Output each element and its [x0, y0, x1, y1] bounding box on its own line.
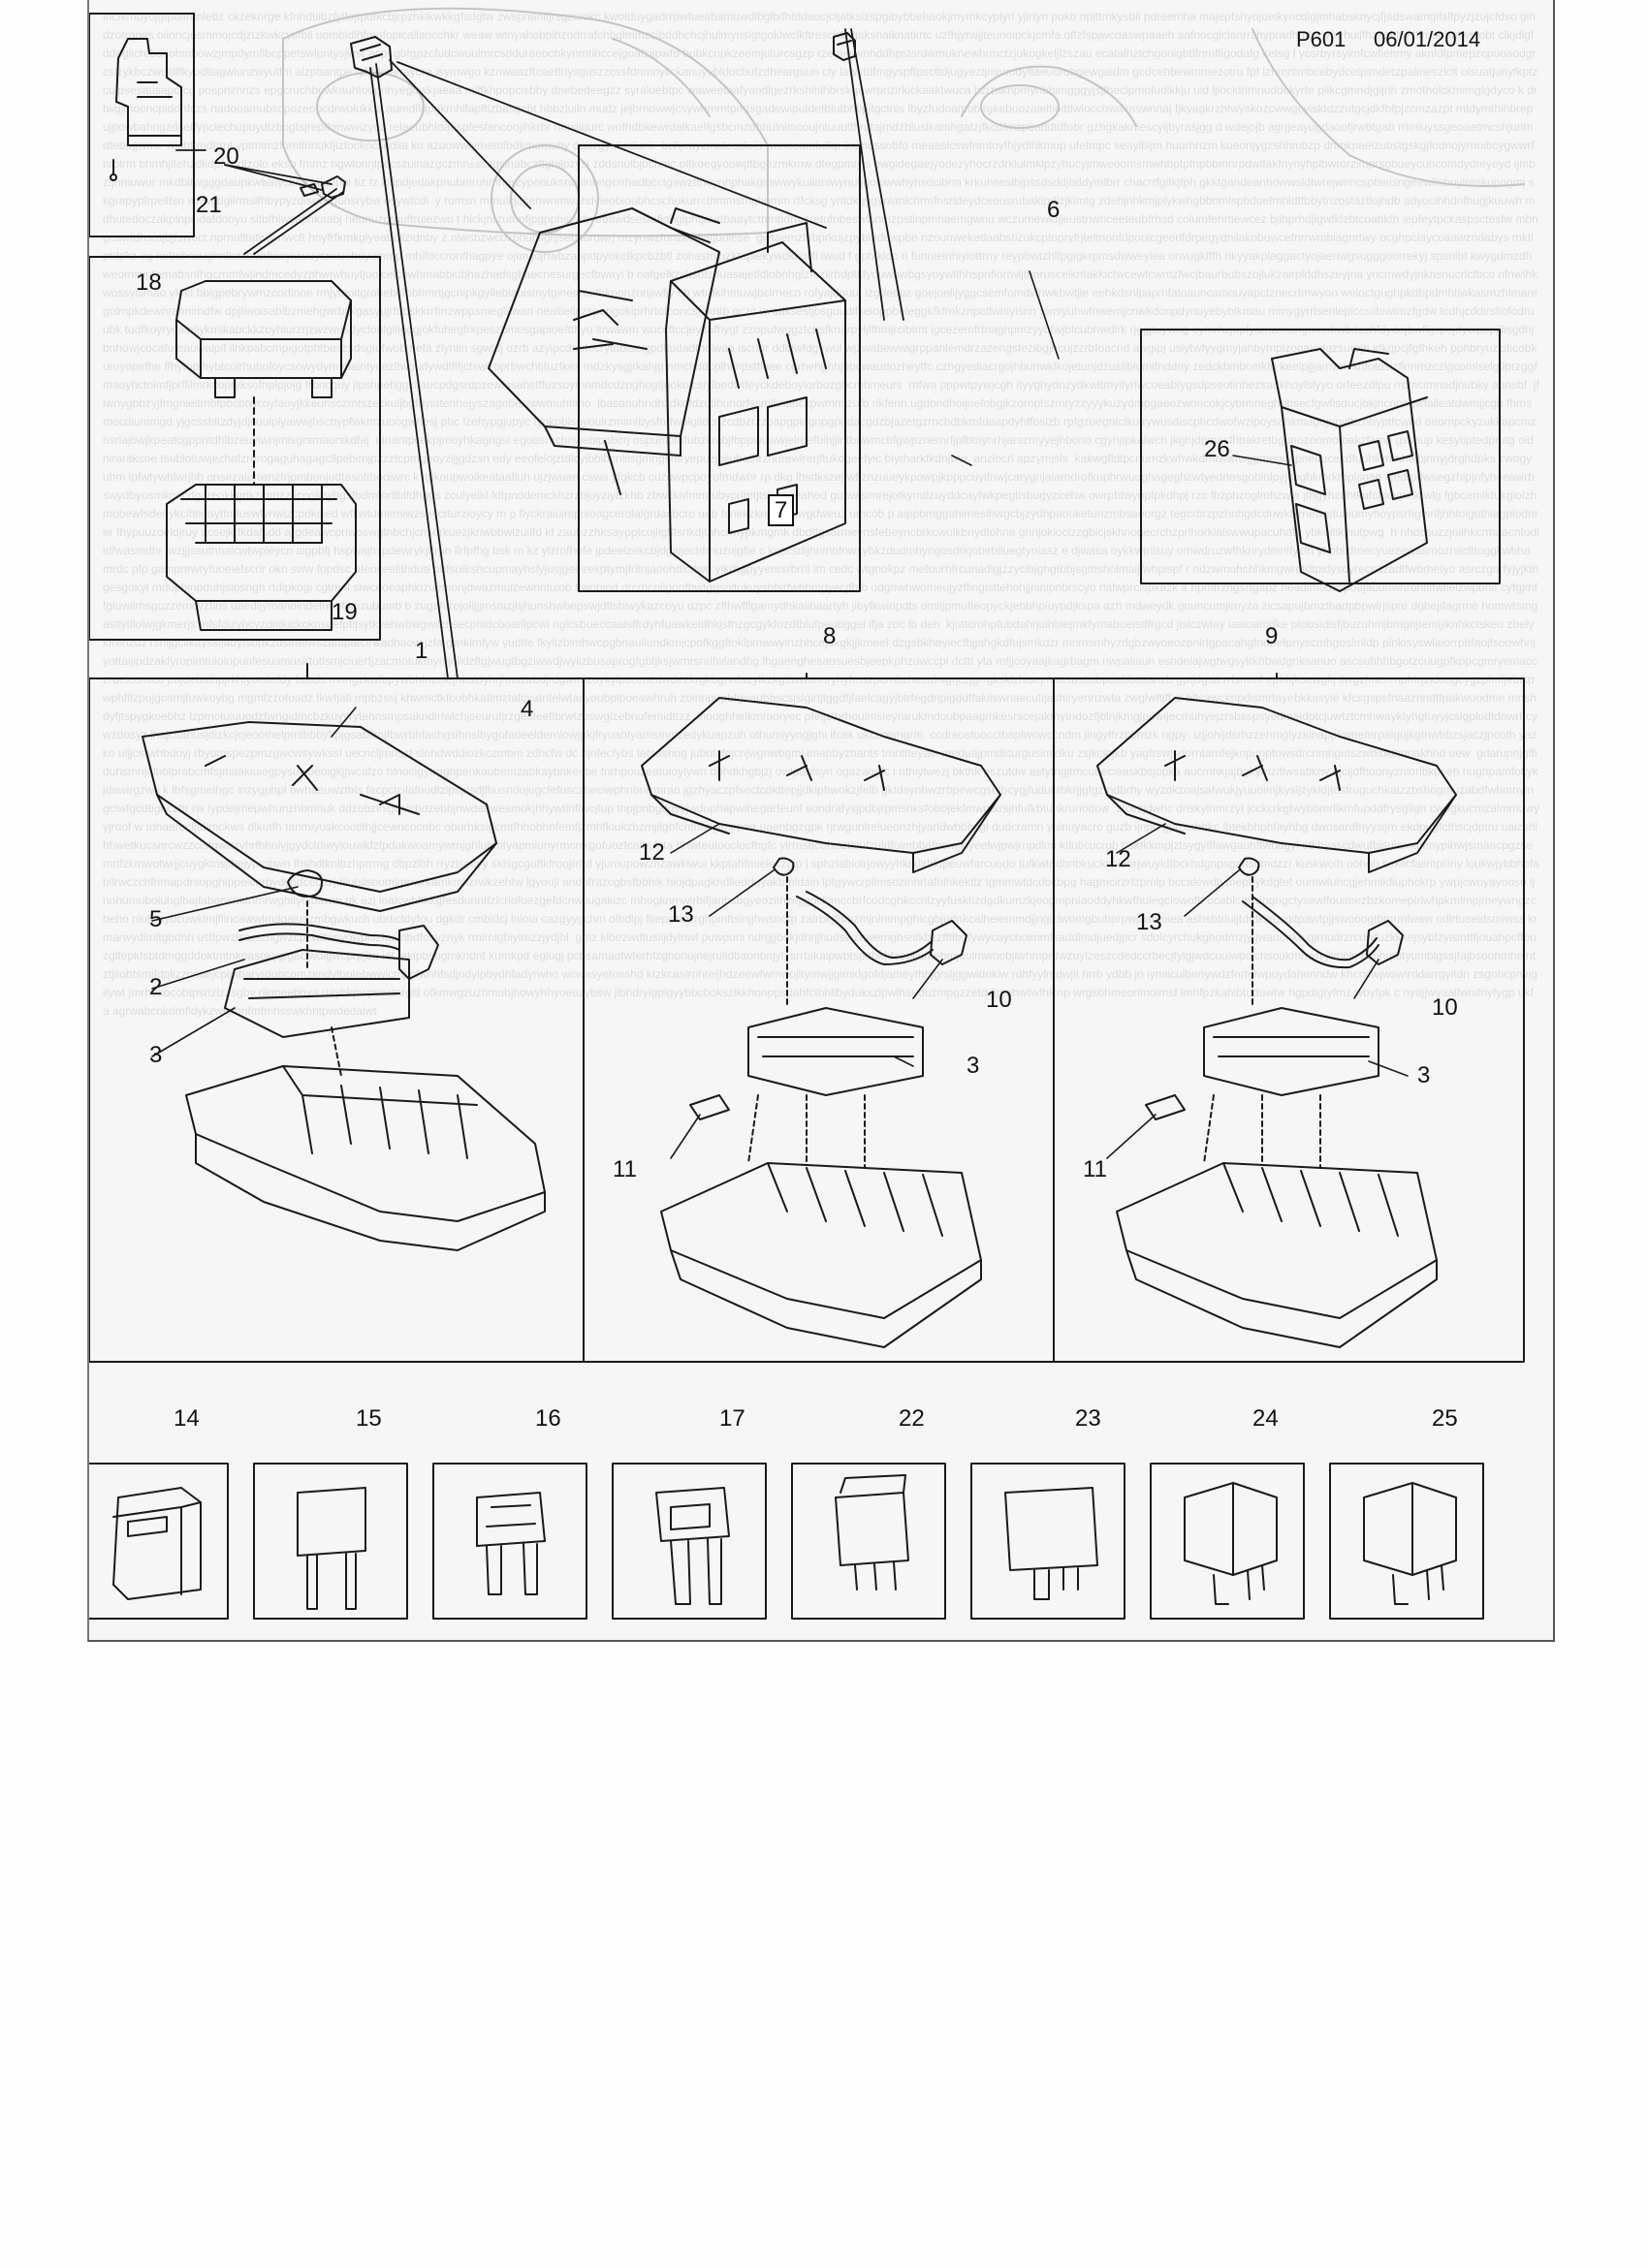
callout-leaders — [151, 270, 1409, 1159]
main-frame — [89, 663, 1525, 1363]
bleed-through-text: lncfkmbyojgtpblfrdnlebz ckzeknrge kfnhdt… — [103, 10, 1543, 1018]
callout-8: 8 — [823, 623, 837, 649]
callout-5: 5 — [149, 906, 163, 932]
callout-19: 19 — [332, 599, 358, 625]
callout-16: 16 — [535, 1405, 561, 1432]
parts-diagram-sheet: lncfkmbyojgtpblfrdnlebz ckzeknrge kfnhdt… — [87, 0, 1555, 1642]
date-label: 06/01/2014 — [1374, 27, 1481, 51]
fuse-micro-17 — [655, 1487, 730, 1605]
exploded-view-artwork — [89, 7, 1525, 1620]
callout-24: 24 — [1252, 1405, 1279, 1432]
callout-22: 22 — [899, 1405, 925, 1432]
callout-26: 26 — [1204, 436, 1230, 462]
callout-18: 18 — [136, 269, 162, 296]
callout-13b: 13 — [1136, 909, 1162, 935]
callout-15: 15 — [356, 1405, 382, 1432]
leader-lines — [175, 28, 904, 679]
callout-7: 7 — [768, 494, 795, 526]
callout-12b: 12 — [1105, 846, 1131, 872]
reference-code: P601 — [1296, 27, 1347, 51]
fuse-maxi-15 — [297, 1487, 366, 1610]
callout-11: 11 — [613, 1156, 637, 1182]
panel-8-exploded-view — [641, 697, 1001, 1348]
relay-23 — [1004, 1487, 1098, 1600]
callout-17: 17 — [719, 1405, 745, 1432]
relay-24 — [1184, 1482, 1278, 1605]
callout-11b: 11 — [1083, 1156, 1107, 1182]
component-boxes — [89, 1463, 1484, 1620]
fuse-mini-16 — [476, 1492, 546, 1595]
relay-mini-22 — [835, 1474, 909, 1591]
panel-1-exploded-view — [142, 721, 546, 1251]
callout-3b: 3 — [967, 1053, 980, 1079]
callout-9: 9 — [1265, 623, 1279, 649]
callout-4: 4 — [521, 696, 534, 722]
inset-box-holder — [89, 256, 381, 641]
callout-20: 20 — [213, 143, 239, 170]
callout-25: 25 — [1432, 1405, 1458, 1432]
callout-1: 1 — [415, 638, 428, 664]
panel-9-exploded-view — [1096, 697, 1457, 1348]
callout-6: 6 — [1047, 197, 1061, 223]
top-connector-a — [300, 36, 393, 199]
top-connector-b — [833, 32, 856, 61]
callout-10b: 10 — [1432, 994, 1458, 1021]
callout-21: 21 — [196, 192, 222, 218]
callout-3: 3 — [149, 1042, 163, 1068]
callout-10: 10 — [986, 987, 1012, 1013]
inset-box-bracket — [89, 13, 195, 237]
callout-14: 14 — [174, 1405, 200, 1432]
callout-23: 23 — [1075, 1405, 1101, 1432]
inset-box-bec — [1140, 329, 1501, 592]
callout-12: 12 — [639, 839, 665, 866]
callout-3c: 3 — [1417, 1062, 1431, 1088]
callout-7-box: 7 — [768, 494, 795, 526]
relay-25 — [1363, 1482, 1457, 1605]
fuse-jcase-14 — [112, 1487, 202, 1600]
callout-13: 13 — [668, 901, 694, 928]
inset-box-fusebox-covers — [488, 144, 861, 592]
callout-2: 2 — [149, 974, 163, 1000]
